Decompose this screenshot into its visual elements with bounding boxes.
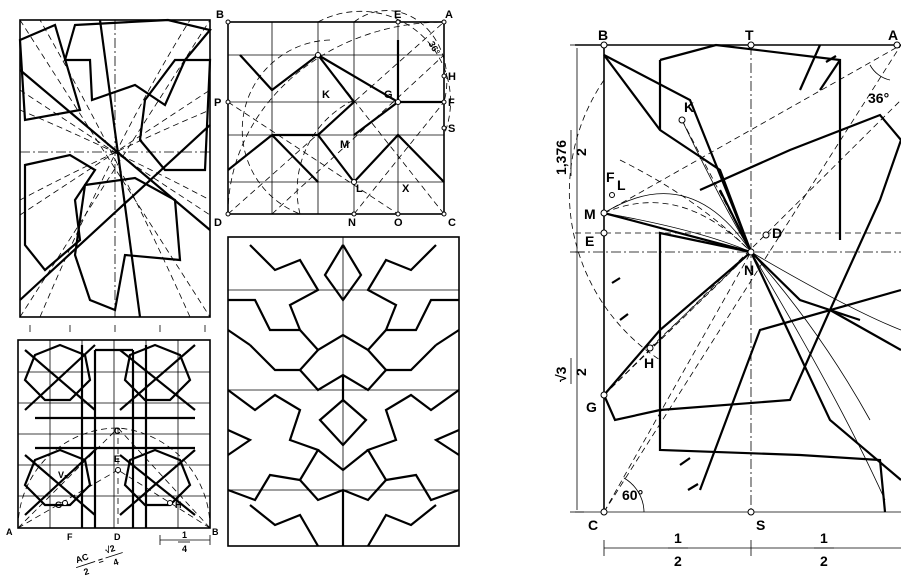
polygon-right [138, 58, 212, 172]
label-C: C [448, 217, 456, 229]
angle-label: 36° [427, 40, 443, 57]
label-N: N [744, 262, 754, 278]
label-F: F [448, 97, 455, 109]
panel-right: B T A K F L M E D N H G C S 36° 60° 1,37… [553, 27, 901, 569]
dim-upper: 1,376 2 [553, 130, 589, 176]
polygon-top-left [18, 23, 82, 122]
scale-num: 1 [182, 530, 187, 540]
label-F: F [606, 169, 615, 185]
label-G: G [384, 89, 393, 101]
label-H: H [448, 71, 456, 83]
formula-num: AC [74, 551, 90, 565]
label-C: C [114, 426, 121, 436]
label-M: M [340, 139, 349, 151]
tiling-motifs [227, 244, 460, 547]
angle-60: 60° [622, 487, 643, 503]
panel-top-middle: B E A P K G F H S M L X D N O C 36° [214, 9, 456, 229]
label-B: B [212, 527, 219, 537]
formula-den: 2 [82, 566, 90, 577]
label-A: A [6, 527, 13, 537]
label-K: K [684, 99, 694, 115]
panel-top-middle-frame [227, 21, 445, 215]
label-D: D [772, 225, 782, 241]
label-O: O [394, 217, 403, 229]
label-X: X [402, 183, 410, 195]
label-B: B [598, 27, 608, 43]
dim-lower-den: 2 [573, 368, 589, 376]
label-L: L [617, 177, 626, 193]
dim-upper-den: 2 [573, 148, 589, 156]
polygon-left [23, 153, 97, 272]
panel-bottom-left: A B C E G H F D V₅ AC 2 = √2 4 1 4 [6, 339, 219, 577]
label-L: L [356, 183, 363, 195]
formula-rnum: √2 [104, 543, 117, 556]
formula-rden: 4 [112, 557, 120, 568]
label-P: P [214, 97, 221, 109]
dim-half-left-num: 1 [674, 530, 682, 546]
dim-lower: √3 2 [553, 358, 589, 384]
label-E: E [114, 454, 120, 464]
formula-eq: = [97, 555, 105, 566]
label-H: H [175, 500, 182, 510]
panel-bottom-middle [227, 236, 460, 547]
dim-half-left-den: 2 [674, 553, 682, 569]
polygon-bottom [73, 176, 182, 312]
bold-star-shapes [602, 43, 901, 513]
panel-top-left [18, 18, 212, 332]
label-H: H [644, 355, 654, 371]
dim-half-right-den: 2 [820, 553, 828, 569]
label-B: B [216, 9, 224, 21]
label-D: D [114, 532, 121, 542]
label-A: A [888, 27, 898, 43]
label-S: S [448, 123, 455, 135]
label-D: D [214, 217, 222, 229]
label-N: N [348, 217, 356, 229]
label-E: E [585, 233, 594, 249]
label-G: G [586, 399, 597, 415]
dim-upper-num: 1,376 [553, 140, 569, 175]
polygon-top [63, 18, 212, 107]
label-A: A [445, 9, 453, 21]
dim-lower-num: √3 [553, 366, 569, 382]
label-M: M [584, 206, 596, 222]
scale-den: 4 [182, 544, 187, 554]
dim-half-right-num: 1 [820, 530, 828, 546]
label-T: T [745, 27, 754, 43]
formula-ac: AC 2 = √2 4 [74, 543, 123, 577]
label-S: S [756, 517, 765, 533]
label-F: F [67, 532, 73, 542]
label-V5: V₅ [58, 470, 68, 480]
label-K: K [322, 89, 330, 101]
angle-36: 36° [868, 90, 889, 106]
label-C: C [588, 517, 598, 533]
label-G: G [55, 500, 62, 510]
label-E: E [394, 9, 401, 21]
